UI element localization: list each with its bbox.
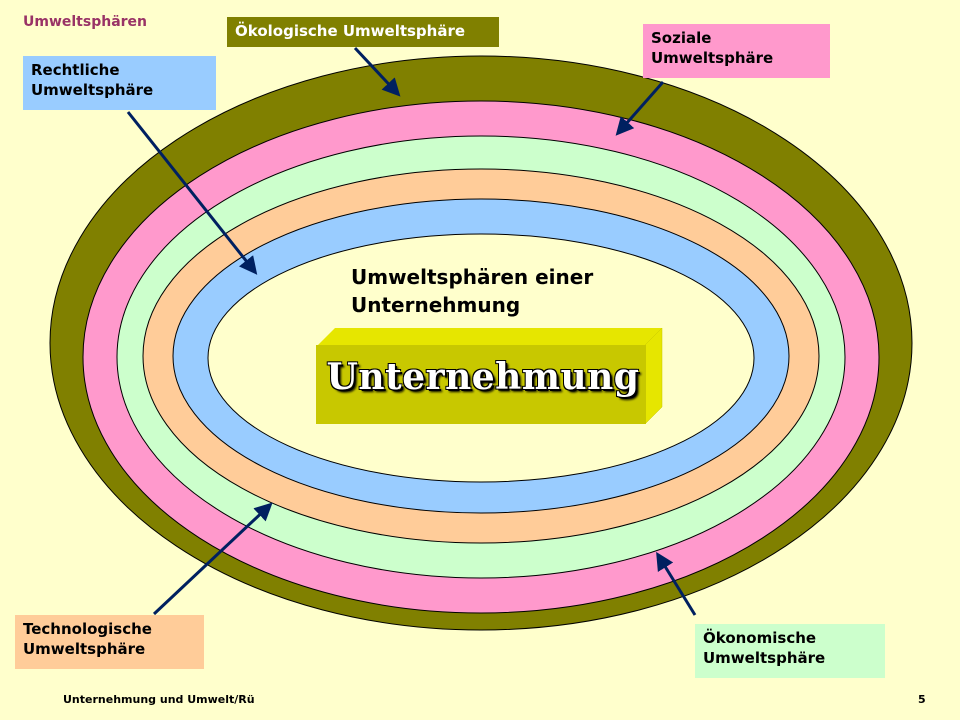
- label-technologisch-line2: Umweltsphäre: [23, 640, 146, 658]
- unternehmung-box-label: Unternehmung: [326, 356, 640, 398]
- slide-title: Umweltsphären: [23, 14, 148, 30]
- box-top: [318, 328, 662, 345]
- label-sozial-line1: Soziale: [651, 29, 712, 47]
- label-sozial-line2: Umweltsphäre: [651, 49, 774, 67]
- label-rechtlich-line2: Umweltsphäre: [31, 81, 154, 99]
- arrow-oekologisch: [353, 46, 401, 97]
- label-rechtliche-umweltsphaere: Rechtliche Umweltsphäre: [23, 56, 216, 110]
- label-oekonomisch-line1: Ökonomische: [703, 629, 817, 647]
- label-oekonomische-umweltsphaere: Ökonomische Umweltsphäre: [695, 624, 885, 678]
- label-soziale-umweltsphaere: Soziale Umweltsphäre: [643, 24, 830, 78]
- label-technologische-umweltsphaere: Technologische Umweltsphäre: [15, 615, 204, 669]
- page-number: 5: [918, 693, 926, 706]
- arrow-rechtlich: [126, 111, 258, 275]
- footer-text: Unternehmung und Umwelt/Rü: [63, 693, 255, 706]
- label-rechtlich-line1: Rechtliche: [31, 61, 120, 79]
- center-title: Umweltsphären einer Unternehmung: [351, 263, 651, 319]
- label-oekologische-umweltsphaere: Ökologische Umweltsphäre: [227, 17, 499, 47]
- arrow-oekonomisch: [656, 551, 697, 616]
- box-front: [316, 345, 646, 424]
- center-title-line1: Umweltsphären einer: [351, 265, 594, 289]
- arrow-technologisch: [152, 502, 273, 616]
- label-oekonomisch-line2: Umweltsphäre: [703, 649, 826, 667]
- center-title-line2: Unternehmung: [351, 293, 521, 317]
- label-oekologisch-text: Ökologische Umweltsphäre: [235, 22, 466, 40]
- label-technologisch-line1: Technologische: [23, 620, 152, 638]
- arrow-sozial: [615, 81, 665, 136]
